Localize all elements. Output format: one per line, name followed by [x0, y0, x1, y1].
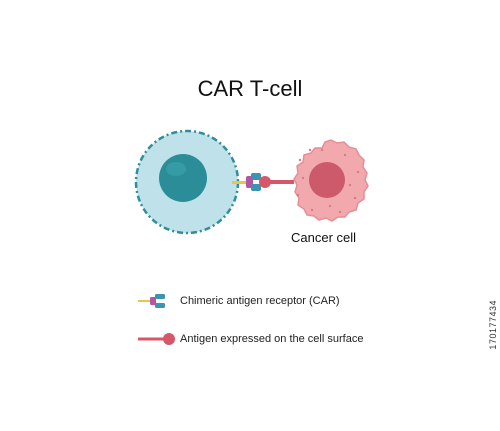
- legend-item-car: Chimeric antigen receptor (CAR): [138, 290, 340, 312]
- car-antigen-binding: [232, 173, 294, 191]
- diagram-title: CAR T-cell: [197, 76, 303, 101]
- legend-item-antigen: Antigen expressed on the cell surface: [138, 328, 363, 350]
- car-receptor-icon: [138, 294, 165, 308]
- t-cell-nucleus: [159, 154, 207, 202]
- cancer-cell-label: Cancer cell: [291, 230, 357, 245]
- antigen-icon: [138, 333, 175, 345]
- t-cell: [134, 129, 240, 235]
- cancer-nucleus: [309, 162, 345, 198]
- legend-label-antigen: Antigen expressed on the cell surface: [180, 333, 364, 345]
- image-id: 170177434: [488, 300, 498, 350]
- cancer-cell: [293, 139, 369, 222]
- legend-label-car: Chimeric antigen receptor (CAR): [180, 295, 340, 307]
